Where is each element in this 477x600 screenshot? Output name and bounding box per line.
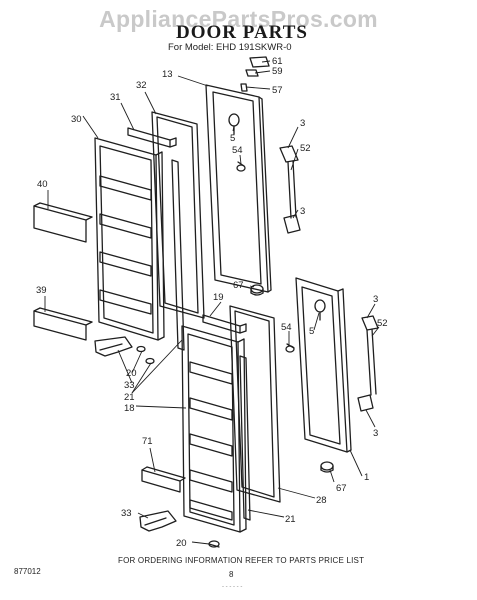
callout-59: 59: [272, 66, 283, 77]
freezer-outer-door-panel: [205, 84, 272, 293]
callout-71: 71: [142, 436, 153, 447]
callout-3-upper-a: 3: [300, 118, 305, 129]
upper-hinge-cover-parts: [240, 56, 270, 92]
callout-3-lower-a: 3: [373, 294, 378, 305]
callout-39: 39: [36, 285, 47, 296]
fresh-food-door-shelf: [141, 466, 186, 493]
callout-67-lower: 67: [336, 483, 347, 494]
leader-lines: [44, 60, 380, 545]
callout-5-upper: 5: [230, 133, 235, 144]
callout-3-upper-b: 3: [300, 206, 305, 217]
callout-33-lower: 33: [121, 508, 132, 519]
page-title: DOOR PARTS: [176, 22, 308, 43]
callout-31: 31: [110, 92, 121, 103]
freezer-door-screws: [136, 345, 155, 365]
fresh-food-door-gasket: [229, 305, 281, 503]
callout-20-lower: 20: [176, 538, 187, 549]
callout-3-lower-b: 3: [373, 428, 378, 439]
callout-1: 1: [364, 472, 369, 483]
freezer-inner-door-liner: [94, 137, 165, 341]
callout-19: 19: [213, 292, 224, 303]
fresh-food-door-foot: [320, 461, 334, 473]
model-subtitle: For Model: EHD 191SKWR-0: [168, 42, 292, 53]
callout-labels: 61 59 57 13 32 31 30 5 54 3 52 3 40 39 6…: [36, 56, 388, 549]
page-number: 8: [229, 570, 234, 579]
callout-54-lower: 54: [281, 322, 292, 333]
freezer-door-shelf-lower: [33, 307, 93, 341]
callout-57: 57: [272, 85, 283, 96]
callout-28: 28: [316, 495, 327, 506]
callout-21-upper: 21: [124, 392, 135, 403]
callout-52-lower: 52: [377, 318, 388, 329]
freezer-door-shelf-upper: [33, 202, 93, 243]
footer-smudge: - - - - - -: [222, 584, 243, 590]
fresh-food-inner-door-liner: [181, 325, 247, 533]
fresh-food-handle-bracket: [139, 510, 177, 532]
freezer-door-trim-strip: [127, 127, 177, 148]
callout-67-upper: 67: [233, 280, 244, 291]
callout-33-upper: 33: [124, 380, 135, 391]
callout-30: 30: [71, 114, 82, 125]
callout-21-lower: 21: [285, 514, 296, 525]
callout-61: 61: [272, 56, 283, 67]
fresh-food-outer-door-panel: [295, 277, 352, 453]
callout-20-upper: 20: [126, 368, 137, 379]
fresh-food-door-trim-strip: [202, 314, 247, 334]
callout-32: 32: [136, 80, 147, 91]
ordering-note: FOR ORDERING INFORMATION REFER TO PARTS …: [118, 556, 365, 565]
freezer-side-strips: [171, 159, 185, 351]
freezer-door-gasket: [151, 111, 205, 319]
document-number: 877012: [14, 567, 41, 576]
callout-5-lower: 5: [309, 326, 314, 337]
callout-13: 13: [162, 69, 173, 80]
freezer-door-handle-bracket: [94, 336, 133, 357]
fresh-food-door-screw: [208, 540, 220, 548]
watermark: AppliancePartsPros.com: [99, 6, 378, 32]
callout-18: 18: [124, 403, 135, 414]
callout-54-upper: 54: [232, 145, 243, 156]
callout-52-upper: 52: [300, 143, 311, 154]
freezer-door-foot: [250, 284, 264, 296]
callout-40: 40: [37, 179, 48, 190]
